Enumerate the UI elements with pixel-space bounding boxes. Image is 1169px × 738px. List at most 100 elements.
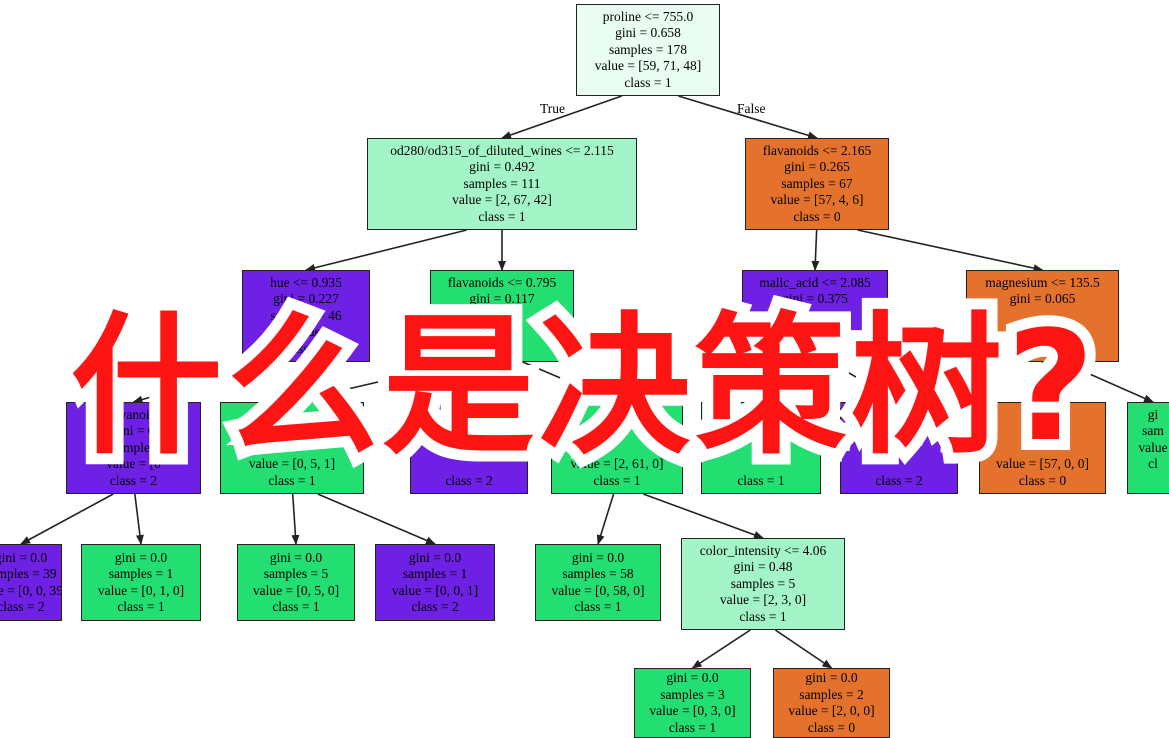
node-text-line: gini = 0.227	[273, 291, 339, 307]
node-text-line: value = [0, 0, 39]	[0, 582, 61, 598]
node-text-line: gini = 0.0	[114, 549, 168, 565]
node-text-line: sam	[1142, 423, 1164, 439]
node-text-line: samples = 67	[781, 175, 853, 191]
node-text-line: gini = 0.0	[408, 549, 462, 565]
node-text-line: value = [0, 5, 1]	[248, 456, 336, 472]
node-text-line: class = 1	[272, 599, 320, 614]
node-text-line: value	[1138, 439, 1168, 455]
node-text-line: class = 0	[793, 208, 841, 224]
node-text-line: flavanoids	[105, 406, 162, 422]
edge-label-true: True	[540, 101, 566, 116]
node-text-line: samples = 46	[270, 307, 342, 323]
tree-node-n12: class = 2	[840, 402, 958, 494]
node-text-line: samples = 5	[730, 575, 796, 591]
node-text-line: samples = 39	[0, 566, 57, 581]
overlay-title: 什么是决策树?	[59, 287, 1105, 486]
node-text-line: color_intensity <= 4.06	[699, 542, 827, 558]
edge-n7-n15	[20, 493, 114, 545]
node-text-line: value = [2, 3, 0]	[719, 592, 807, 608]
tree-node-n9: class = 2	[410, 402, 528, 494]
tree-node-n8: value = [0, 5, 1]class = 1	[220, 402, 364, 494]
node-text-line: class = 0	[807, 719, 856, 735]
node-text-line: value = [0	[106, 456, 161, 472]
node-text-line: class = 2	[109, 472, 158, 488]
edge-n20-n21	[691, 629, 751, 669]
node-text-line: gini = 0.0	[0, 549, 48, 565]
node-text-line: proline <= 755.0	[602, 8, 694, 24]
edge-n5-n11	[760, 361, 806, 403]
edge-n10-n19	[596, 493, 615, 545]
edge-n6-n14	[1062, 361, 1154, 403]
node-text-line: gi	[1147, 406, 1159, 422]
edge-n8-n17	[291, 493, 300, 545]
node-text-line: value = [2, 61, 0]	[570, 456, 664, 472]
edge-n1-n3	[305, 229, 467, 272]
edge-n5-n12	[829, 361, 900, 403]
edge-n3-n7	[132, 361, 276, 404]
node-text-line: class = 1	[574, 599, 622, 614]
node-text-line: malic_acid <= 2.085	[759, 274, 871, 290]
node-text-line: samples = 178	[608, 41, 688, 57]
node-text-line: class = 1	[478, 208, 526, 224]
node-text-line: class = 2	[445, 472, 493, 488]
node-text-line: flavanoids <= 0.795	[447, 274, 557, 290]
node-text-line: gini = 0.48	[733, 559, 793, 575]
node-text-line: class = 1	[268, 472, 316, 488]
edge-n4-n8	[291, 361, 465, 404]
node-text-line: class = 1	[737, 472, 785, 488]
edge-n0-n2	[678, 95, 818, 140]
node-text-line: gini = 0.117	[469, 291, 535, 307]
tree-node-n13: value = [57, 0, 0]class = 0	[979, 402, 1106, 494]
edge-n0-n1	[501, 95, 622, 139]
node-text-line: gini = 0.065	[1009, 291, 1076, 307]
edge-n10-n20	[643, 493, 764, 539]
node-text-line: class = 1	[739, 608, 787, 624]
node-text-line: value = [57, 4, 6]	[770, 192, 864, 208]
node-text-line: value = [57, 0, 0]	[995, 456, 1090, 472]
node-text-line: samples = 2	[799, 686, 864, 702]
node-text-line: value = [0, 5, 0]	[252, 582, 340, 598]
node-text-line: magnesium <= 135.5	[985, 274, 1100, 290]
node-text-line: value = [2, 67, 42]	[452, 192, 552, 208]
node-text-line: gini = 0.0	[269, 549, 323, 565]
node-text-line: od280/od315_of_diluted_wines <= 2.115	[390, 142, 614, 158]
node-text-line: class = 0	[1018, 472, 1067, 488]
node-text-line: class = 2	[411, 599, 459, 614]
node-text-line: value = [59, 71, 48]	[594, 58, 702, 74]
node-text-line: value = [2, 0, 0]	[788, 703, 875, 718]
node-text-line: value = [0, 1, 0]	[97, 582, 185, 598]
edge-n4-n10	[522, 361, 618, 403]
node-text-line: samples = 1	[108, 566, 174, 581]
tree-node-n10: value = [2, 61, 0]class = 1	[551, 402, 683, 494]
node-text-line: gini = 0.658	[615, 25, 681, 41]
node-text-line: value = [0, 0, 1]	[391, 582, 479, 598]
node-text-line: value = [0, 58, 0]	[551, 582, 645, 598]
node-text-line: class = 1	[593, 472, 641, 488]
node-text-line: gini = 0.0	[805, 670, 858, 685]
node-text-line: samples = 111	[463, 175, 541, 191]
node-text-line: value = [0, 3, 0]	[649, 703, 736, 718]
edge-n8-n18	[317, 493, 436, 545]
edge-n20-n22	[774, 629, 833, 669]
node-text-line: class = 2	[282, 340, 330, 356]
edge-n7-n16	[134, 493, 144, 545]
edge-n2-n6	[857, 229, 1044, 273]
node-text-line: value	[291, 324, 321, 340]
node-text-line: samples	[111, 439, 156, 455]
node-text-line: flavanoids <= 2.165	[762, 142, 872, 158]
node-text-line: gini = 0.0	[666, 670, 719, 685]
